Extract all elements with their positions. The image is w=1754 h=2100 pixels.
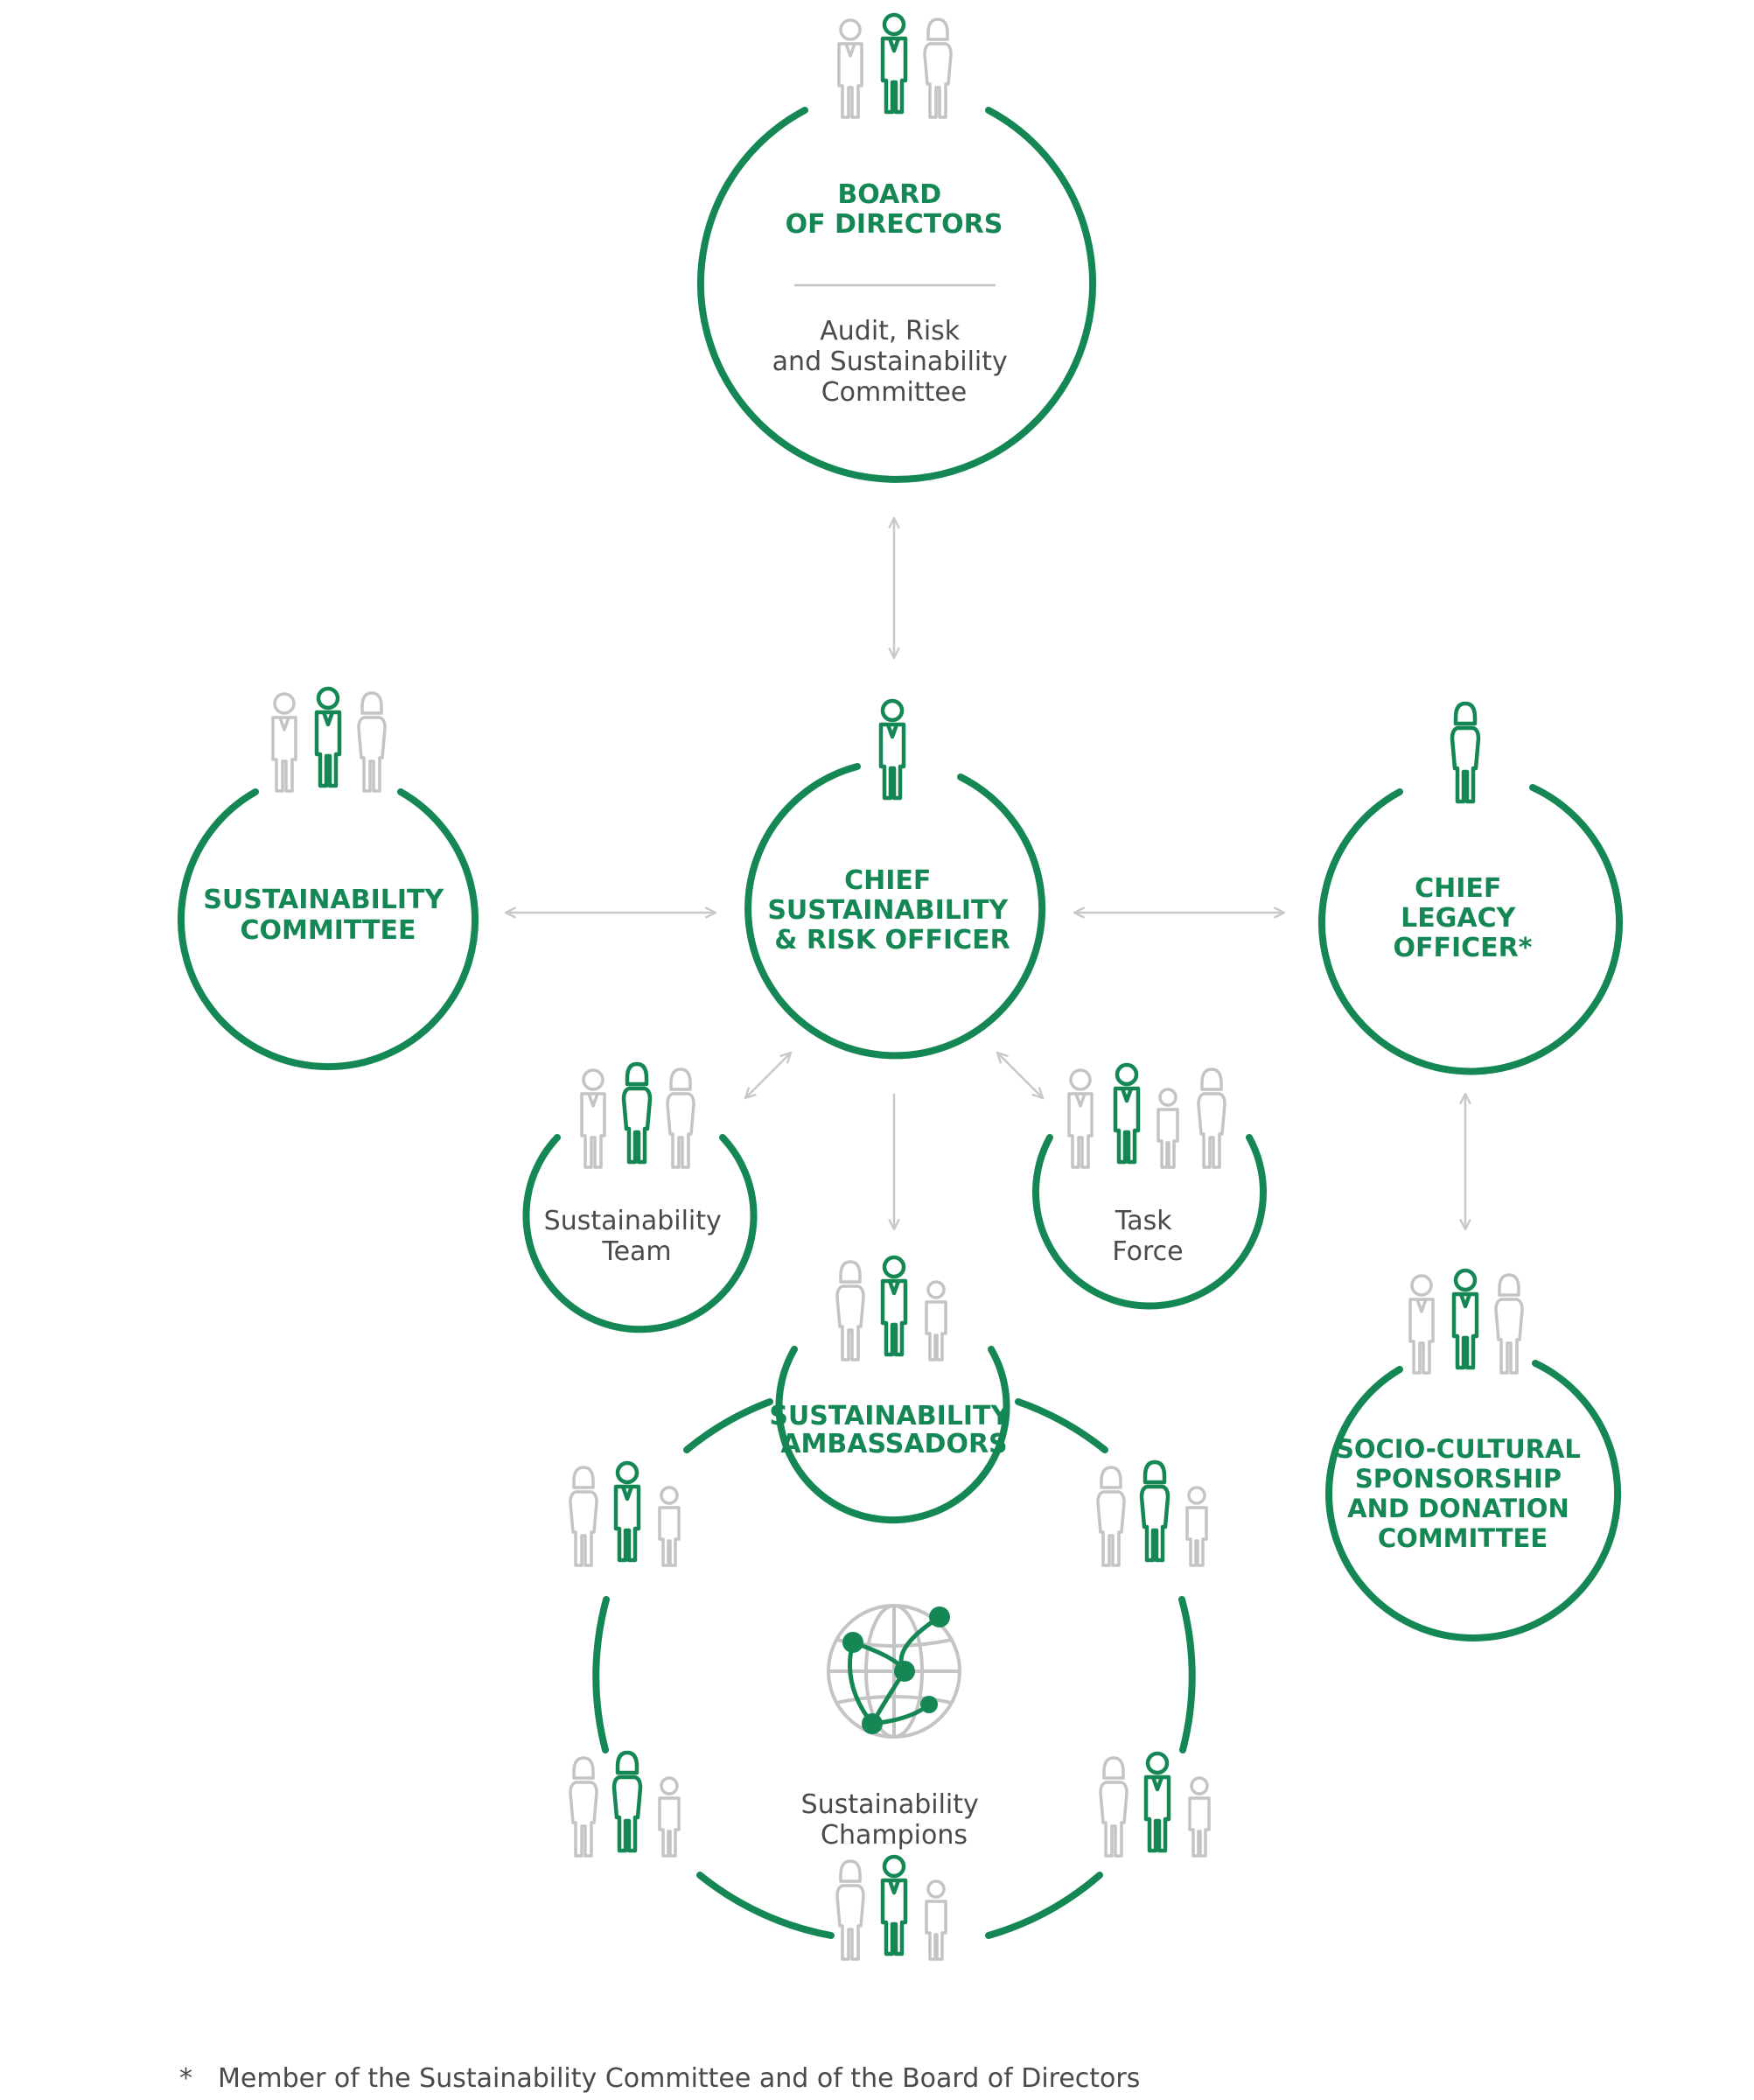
- ring-arc-left: [592, 1596, 610, 1754]
- ambassadors-title: SUSTAINABILITY AMBASSADORS: [769, 1401, 1018, 1460]
- legacy-title-line-2: LEGACY: [1401, 903, 1516, 934]
- ring-arc-top-left: [683, 1398, 773, 1453]
- champions-ring: [592, 1398, 1196, 1939]
- socio-title-line-1: SOCIO-CULTURAL: [1336, 1434, 1581, 1464]
- people-group-icon: [273, 689, 385, 791]
- board-of-directors-node: BOARD OF DIRECTORS Audit, Risk and Susta…: [697, 15, 1096, 483]
- chief-officer-title: CHIEF SUSTAINABILITY & RISK OFFICER: [767, 865, 1017, 956]
- champions-label-line-1: Sustainability: [801, 1789, 979, 1820]
- ring-arc-right: [1178, 1596, 1196, 1754]
- board-sub-line-1: Audit, Risk: [820, 316, 961, 346]
- chief-title-line-2: SUSTAINABILITY: [767, 895, 1009, 926]
- legacy-officer-node: CHIEF LEGACY OFFICER*: [1318, 704, 1623, 1075]
- board-title-line-2: OF DIRECTORS: [786, 209, 1003, 240]
- ring-arc-top-right: [1015, 1398, 1108, 1453]
- arrow-chief-team: [745, 1053, 791, 1098]
- team-label-line-1: Sustainability: [544, 1206, 722, 1236]
- people-group-icon: [582, 1064, 694, 1167]
- socio-cultural-title: SOCIO-CULTURAL SPONSORSHIP AND DONATION …: [1336, 1434, 1590, 1553]
- person-icon: [881, 701, 904, 798]
- people-group-icon: [837, 1857, 946, 1959]
- people-group-icon: [837, 1257, 946, 1360]
- ring-arc-bottom-left: [696, 1872, 835, 1939]
- board-subtitle: Audit, Risk and Sustainability Committee: [772, 316, 1017, 408]
- sustainability-team-label: Sustainability Team: [544, 1206, 730, 1267]
- legacy-title-line-3: OFFICER*: [1394, 933, 1533, 963]
- socio-title-line-3: AND DONATION: [1347, 1494, 1569, 1523]
- task-force-label: Task Force: [1112, 1206, 1183, 1267]
- ambassadors-title-line-2: AMBASSADORS: [780, 1429, 1007, 1460]
- board-sub-line-3: Committee: [821, 377, 968, 408]
- chief-title-line-1: CHIEF: [844, 865, 931, 896]
- socio-title-line-2: SPONSORSHIP: [1355, 1464, 1562, 1494]
- taskforce-label-line-1: Task: [1115, 1206, 1172, 1236]
- footnote: * Member of the Sustainability Committee …: [179, 2063, 1140, 2094]
- sustainability-committee-node: SUSTAINABILITY COMMITTEE: [178, 689, 479, 1071]
- taskforce-label-line-2: Force: [1112, 1236, 1183, 1267]
- task-force-node: Task Force: [1032, 1065, 1267, 1310]
- committee-title-line-2: COMMITTEE: [241, 915, 416, 946]
- people-group-icon: [570, 1463, 679, 1565]
- sustainability-team-node: Sustainability Team: [522, 1064, 758, 1334]
- champions-label-line-2: Champions: [821, 1820, 968, 1851]
- board-title: BOARD OF DIRECTORS: [786, 179, 1003, 240]
- ring-arc-bottom-right: [985, 1872, 1103, 1939]
- people-group-icon: [1101, 1754, 1209, 1856]
- sustainability-committee-title: SUSTAINABILITY COMMITTEE: [203, 885, 452, 946]
- board-sub-line-2: and Sustainability: [772, 346, 1008, 377]
- socio-title-line-4: COMMITTEE: [1378, 1523, 1548, 1553]
- people-group-icon: [1067, 1068, 1226, 1169]
- committee-title-line-1: SUSTAINABILITY: [203, 885, 444, 915]
- ambassadors-title-line-1: SUSTAINABILITY: [769, 1401, 1010, 1432]
- person-icon: [1452, 704, 1478, 802]
- legacy-title-line-1: CHIEF: [1415, 873, 1501, 904]
- people-group-icon: [570, 1753, 679, 1856]
- person-icon: [1115, 1065, 1138, 1162]
- arrow-chief-taskforce: [997, 1053, 1043, 1098]
- chief-officer-node: CHIEF SUSTAINABILITY & RISK OFFICER: [744, 701, 1046, 1060]
- people-group-icon: [839, 15, 951, 117]
- chief-title-line-3: & RISK OFFICER: [774, 925, 1010, 956]
- footnote-marker: *: [179, 2063, 192, 2094]
- team-label-line-2: Team: [601, 1236, 671, 1267]
- socio-cultural-node: SOCIO-CULTURAL SPONSORSHIP AND DONATION …: [1325, 1270, 1622, 1642]
- board-title-line-1: BOARD: [837, 179, 941, 210]
- connector-arrows: [506, 518, 1465, 1229]
- ambassadors-node: SUSTAINABILITY AMBASSADORS: [769, 1257, 1018, 1524]
- footnote-text: Member of the Sustainability Committee a…: [218, 2063, 1141, 2094]
- legacy-officer-title: CHIEF LEGACY OFFICER*: [1394, 873, 1533, 963]
- network-globe-icon: [827, 1604, 961, 1739]
- people-group-icon: [1410, 1270, 1522, 1373]
- champions-label: Sustainability Champions: [801, 1789, 988, 1851]
- people-group-icon: [1098, 1462, 1206, 1565]
